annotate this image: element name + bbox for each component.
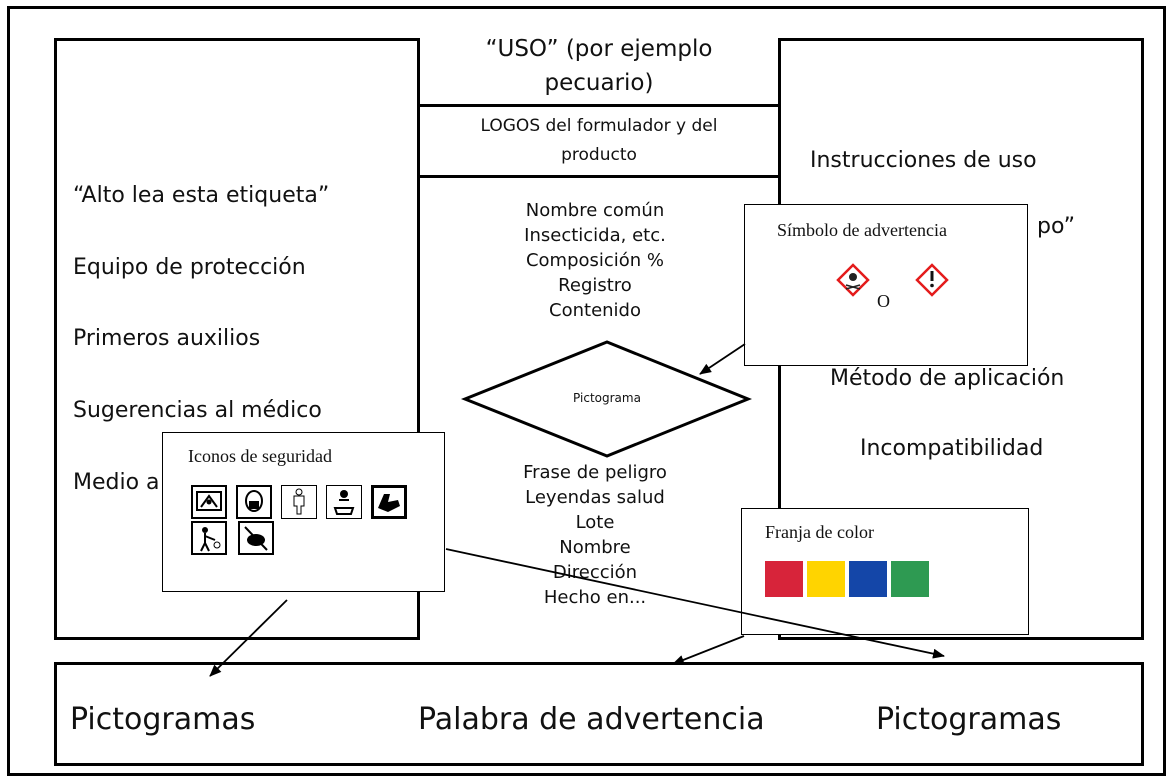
- color-band-title: Franja de color: [765, 522, 874, 542]
- storage-lock-icon: [191, 485, 227, 519]
- diamond-label: Pictograma: [573, 391, 641, 405]
- bottom-box: [54, 662, 1144, 766]
- warning-symbol-separator: O: [877, 291, 890, 311]
- logos-line-2: producto: [561, 145, 637, 165]
- color-swatch-green: [891, 561, 929, 597]
- left-item-medio: Medio a: [73, 470, 160, 495]
- warning-symbol-callout: [744, 204, 1028, 366]
- bottom-center-palabra: Palabra de advertencia: [418, 702, 765, 737]
- skull-crossbones-icon: [836, 263, 870, 297]
- color-swatch-blue: [849, 561, 887, 597]
- safety-icons-title: Iconos de seguridad: [188, 446, 332, 466]
- right-item-metodo: Método de aplicación: [830, 366, 1065, 391]
- right-item-incompatibilidad: Incompatibilidad: [860, 436, 1044, 461]
- left-item-equipo: Equipo de protección: [73, 255, 306, 280]
- left-item-primeros: Primeros auxilios: [73, 326, 261, 351]
- left-item-sugerencias: Sugerencias al médico: [73, 398, 322, 423]
- color-swatch-red: [765, 561, 803, 597]
- right-item-instrucciones: Instrucciones de uso: [810, 148, 1037, 173]
- middle-line-lote: Lote: [575, 512, 615, 533]
- middle-line-composicion: Composición %: [525, 250, 665, 271]
- sprayer-person-icon: [191, 521, 227, 555]
- color-swatch-yellow: [807, 561, 845, 597]
- exclamation-hazard-icon: [915, 263, 949, 297]
- no-animals-icon: [238, 521, 274, 555]
- washing-icon: [326, 485, 362, 519]
- middle-upper-list: Nombre común Insecticida, etc. Composici…: [470, 198, 720, 323]
- protective-suit-icon: [281, 485, 317, 519]
- uso-line-2: pecuario): [544, 70, 654, 96]
- logos-band-top-line: [418, 104, 780, 107]
- middle-line-frase: Frase de peligro: [523, 462, 667, 483]
- middle-line-insecticida: Insecticida, etc.: [524, 225, 666, 246]
- bottom-left-pictogramas: Pictogramas: [70, 702, 256, 737]
- uso-line-1: “USO” (por ejemplo: [485, 36, 713, 62]
- right-item-po: po”: [1037, 214, 1076, 239]
- warning-symbol-title: Símbolo de advertencia: [777, 220, 947, 240]
- pictograma-diamond: [460, 340, 753, 458]
- middle-line-nombre-comun: Nombre común: [525, 200, 665, 221]
- gloves-icon: [371, 485, 407, 519]
- respirator-mask-icon: [236, 485, 272, 519]
- middle-line-registro: Registro: [558, 275, 632, 296]
- middle-line-leyendas: Leyendas salud: [525, 487, 665, 508]
- logos-line-1: LOGOS del formulador y del: [480, 116, 718, 136]
- left-item-alto: “Alto lea esta etiqueta”: [73, 183, 330, 208]
- bottom-right-pictogramas: Pictogramas: [876, 702, 1062, 737]
- logos-band-bottom-line: [418, 175, 780, 178]
- middle-line-contenido: Contenido: [549, 300, 641, 321]
